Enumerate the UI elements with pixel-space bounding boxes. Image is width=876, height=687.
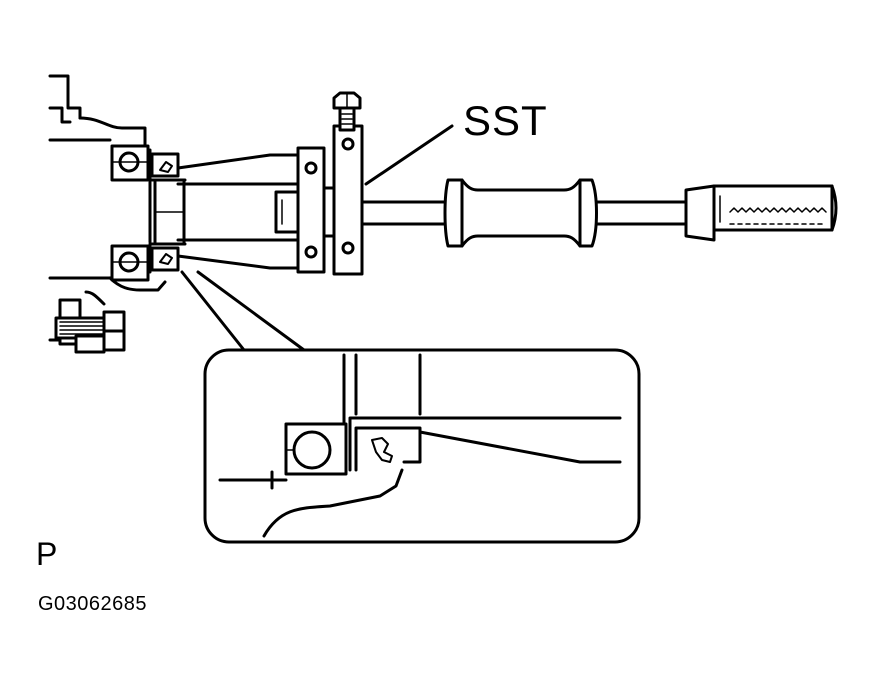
view-code-label: P [36,536,58,572]
puller-arms [176,153,300,270]
slide-shaft [360,200,688,226]
sst-leader-line [364,124,454,186]
bearing-lower [110,244,150,282]
figure-id-label: G03062685 [38,593,148,615]
bolt [54,298,126,354]
adjusting-screw [332,91,364,276]
housing-upper [48,74,147,147]
seal-claw-lower [148,242,187,274]
hub [148,180,186,244]
seal-claw-upper [148,148,187,182]
slide-weight [443,178,598,248]
bearing-upper [110,144,150,182]
detail-view [203,348,641,544]
sst-callout-label: SST [463,97,548,144]
puller-yoke [274,146,338,274]
handle-grip [684,184,838,242]
detail-leader [180,270,306,352]
